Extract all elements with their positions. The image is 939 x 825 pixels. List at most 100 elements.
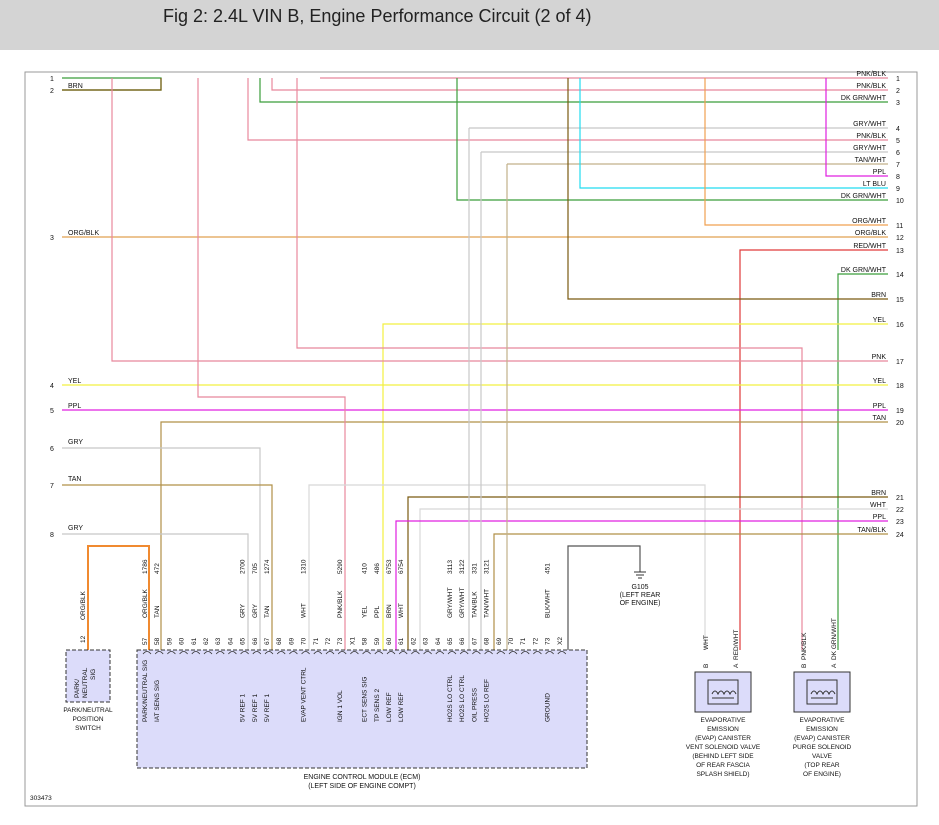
right-wire-label: DK GRN/WHT xyxy=(841,193,887,200)
ecm-pin-function: LOW REF xyxy=(398,692,405,722)
ecm-pin-number: 62 xyxy=(203,637,210,645)
ecm-terminal xyxy=(313,651,323,655)
left-connector: 1 2 BRN 3 ORG/BLK 4 YEL 5 PPL 6 GRY 7 TA… xyxy=(50,76,99,539)
wire-r8 xyxy=(825,78,888,177)
ecm-wire-color: ORG/BLK xyxy=(142,588,149,618)
purge-solenoid-icon xyxy=(806,679,838,705)
ecm-circuit: 486 xyxy=(374,563,381,574)
right-wire-label: PPL xyxy=(873,514,886,521)
ecm-wire-color: GRY xyxy=(252,603,259,618)
ecm-pin-number: 72 xyxy=(532,637,539,645)
ecm-terminal xyxy=(496,651,506,655)
right-pin: 1 xyxy=(896,76,900,83)
wire-r22 xyxy=(419,508,888,650)
ecm-pin-function: ECT SENS SIG xyxy=(362,677,369,722)
right-wire-label: PPL xyxy=(873,169,886,176)
right-wire-label: GRY/WHT xyxy=(853,121,887,128)
left-wire-label: BRN xyxy=(68,83,83,90)
purge-pin-b: B xyxy=(801,664,808,668)
ecm-circuit: 1786 xyxy=(142,559,149,574)
ecm-circuit: 472 xyxy=(154,563,161,574)
wire-r3 xyxy=(259,78,888,103)
ecm-terminal xyxy=(203,651,213,655)
wire-left-8 xyxy=(62,533,249,650)
pnp-wire: ORG/BLK xyxy=(80,590,87,620)
ecm-pin-number: 58 xyxy=(154,637,161,645)
ecm-terminal xyxy=(276,651,286,655)
ecm-pin-number: 69 xyxy=(288,637,295,645)
ecm-terminal xyxy=(191,651,201,655)
ecm-subtitle: (LEFT SIDE OF ENGINE COMPT) xyxy=(308,783,416,790)
ecm-wire-color: BLK/WHT xyxy=(545,589,552,618)
ecm-circuit: 451 xyxy=(545,563,552,574)
ecm-terminal xyxy=(447,651,457,655)
ecm-pin-function: PARK/NEUTRAL SIG xyxy=(142,660,149,722)
ecm-circuit: 705 xyxy=(252,563,259,574)
ground-location: (LEFT REAR xyxy=(620,592,661,599)
right-pin: 17 xyxy=(896,359,904,366)
ecm-terminal xyxy=(508,651,518,655)
ecm-pin-number: X1 xyxy=(349,637,356,645)
right-pin: 15 xyxy=(896,297,904,304)
right-wire-label: PPL xyxy=(873,403,886,410)
ecm-pin-number: 58 xyxy=(362,637,369,645)
ecm-pin-number: 68 xyxy=(276,637,283,645)
ecm-pin-number: 64 xyxy=(435,637,442,645)
right-wire-label: PNK/BLK xyxy=(856,71,886,78)
wire-ground xyxy=(567,545,641,650)
ecm-pin-number: 68 xyxy=(484,637,491,645)
right-wire-label: ORG/BLK xyxy=(855,230,886,237)
ecm-circuit: 6754 xyxy=(398,559,405,574)
wires xyxy=(62,77,888,650)
ecm-pin-number: 59 xyxy=(374,637,381,645)
right-pin: 18 xyxy=(896,383,904,390)
valve-name-line: (BEHIND LEFT SIDE xyxy=(692,753,754,760)
ecm-terminal xyxy=(252,651,262,655)
left-pin: 1 xyxy=(50,76,54,83)
ecm-terminal xyxy=(142,651,152,655)
left-pin: 6 xyxy=(50,446,54,453)
pnp-pin: 12 xyxy=(80,635,87,643)
left-pin: 4 xyxy=(50,383,54,390)
ecm-terminal xyxy=(520,651,530,655)
right-pin: 14 xyxy=(896,272,904,279)
wire-r20 xyxy=(160,421,888,650)
vent-pin-a: A xyxy=(733,663,740,668)
right-pin: 8 xyxy=(896,174,900,181)
ecm-pin-function: HO2S LO CTRL xyxy=(459,675,466,722)
wire-left-2 xyxy=(62,78,162,91)
wire-r16 xyxy=(382,323,888,650)
wire-pnk-ign xyxy=(197,78,346,650)
right-wire-label: TAN/WHT xyxy=(855,157,887,164)
ecm-circuit: 3113 xyxy=(447,560,454,574)
ecm-pin-number: 62 xyxy=(410,637,417,645)
valve-name-line: VALVE xyxy=(812,753,833,760)
left-wire-label: GRY xyxy=(68,439,83,446)
ecm-terminal xyxy=(484,651,493,655)
ecm-circuit: 1274 xyxy=(264,559,271,574)
page-title: Fig 2: 2.4L VIN B, Engine Performance Ci… xyxy=(163,6,592,26)
right-wire-label: ORG/WHT xyxy=(852,218,887,225)
valve-name-line: EMISSION xyxy=(806,726,838,733)
ecm-terminal xyxy=(557,651,567,655)
right-wire-label: BRN xyxy=(871,292,886,299)
ecm-pin-number: 59 xyxy=(166,637,173,645)
ecm-pin-function: OIL PRESS xyxy=(471,687,478,722)
ecm-pin-number: 66 xyxy=(252,637,259,645)
right-pin: 11 xyxy=(896,223,903,230)
wire-r21 xyxy=(407,496,888,650)
ecm-terminal xyxy=(264,651,274,655)
right-pin: 24 xyxy=(896,532,904,539)
vent-wire-b: WHT xyxy=(703,635,710,650)
ecm-pin-number: 57 xyxy=(142,637,149,645)
ground-symbol xyxy=(634,571,646,579)
ecm-pin-number: 65 xyxy=(447,637,454,645)
ecm-circuit: 410 xyxy=(362,563,369,574)
right-pin: 13 xyxy=(896,248,904,255)
ecm-wire-color: TAN/BLK xyxy=(471,591,478,618)
valve-name-line: OF REAR FASCIA xyxy=(696,762,750,769)
purge-wire-b: PNK/BLK xyxy=(801,632,808,660)
